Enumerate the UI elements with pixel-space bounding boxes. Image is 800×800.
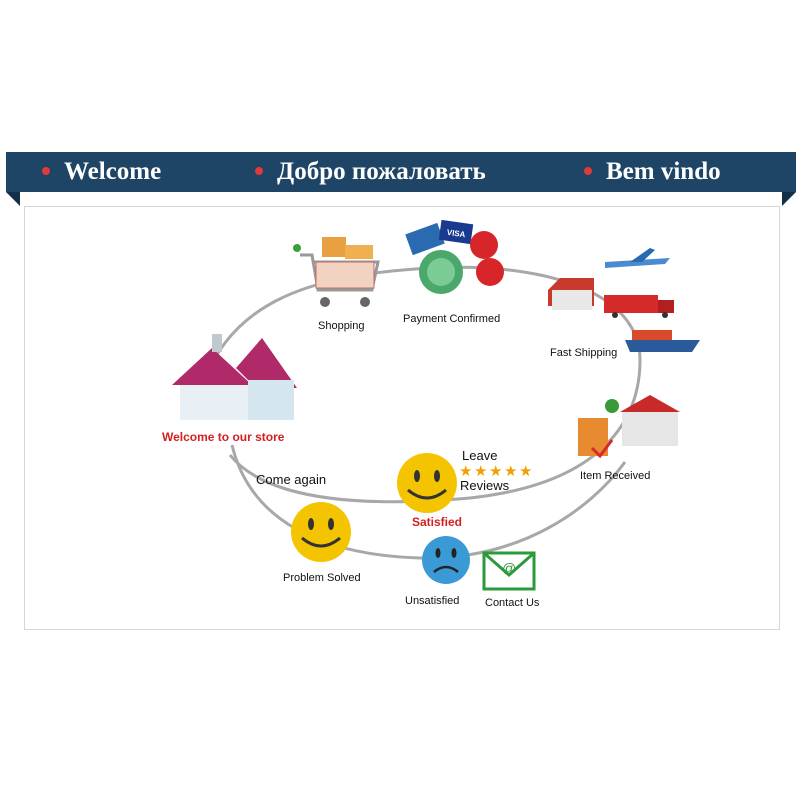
label-received: Item Received: [580, 470, 651, 482]
label-satisfied: Satisfied: [412, 515, 463, 529]
star-icon: ★: [489, 462, 502, 480]
welcome-banner: [6, 152, 796, 192]
unsatisfied-face-icon: [422, 536, 470, 584]
banner-fold-right: [782, 192, 796, 206]
main-loop: [193, 265, 642, 504]
problem-loop: [230, 444, 627, 560]
satisfied-smiley-icon: [397, 453, 457, 513]
label-shopping: Shopping: [318, 320, 365, 332]
banner-fold-left: [6, 192, 20, 206]
star-icon: ★: [504, 462, 517, 480]
star-icon: ★: [459, 462, 472, 480]
star-icon: ★: [474, 462, 487, 480]
label-come-again: Come again: [256, 472, 327, 487]
problem-solved-smiley-icon: [291, 502, 351, 562]
payment-cards-icon: VISA: [405, 219, 504, 294]
bullet-icon: [584, 167, 592, 176]
banner-item-portuguese: Bem vindo: [584, 152, 721, 192]
banner-item-russian: Добро пожаловать: [255, 152, 486, 192]
label-unsatisfied: Unsatisfied: [405, 595, 460, 607]
label-payment: Payment Confirmed: [403, 313, 501, 325]
label-contact: Contact Us: [485, 597, 540, 609]
star-icon: ★: [519, 462, 532, 480]
at-icon: @: [502, 560, 516, 576]
bullet-icon: [255, 167, 263, 176]
received-house-icon: [578, 395, 680, 459]
label-leave: Leave: [462, 448, 498, 463]
label-reviews: Reviews: [460, 478, 510, 493]
warehouse-icon: [548, 278, 594, 310]
label-welcome-store: Welcome to our store: [162, 430, 285, 444]
mail-icon: @: [482, 551, 536, 591]
label-problem-solved: Problem Solved: [283, 572, 361, 584]
label-shipping: Fast Shipping: [550, 347, 618, 359]
ship-icon: [625, 330, 700, 352]
bullet-icon: [42, 167, 50, 176]
review-stars: ★★★★★: [459, 462, 532, 480]
store-house-icon: [172, 334, 297, 420]
shopping-cart-icon: [293, 237, 380, 307]
airplane-icon: [605, 248, 670, 268]
banner-item-welcome: Welcome: [42, 152, 161, 192]
truck-icon: [604, 295, 674, 318]
card-visa-text: VISA: [446, 228, 466, 240]
